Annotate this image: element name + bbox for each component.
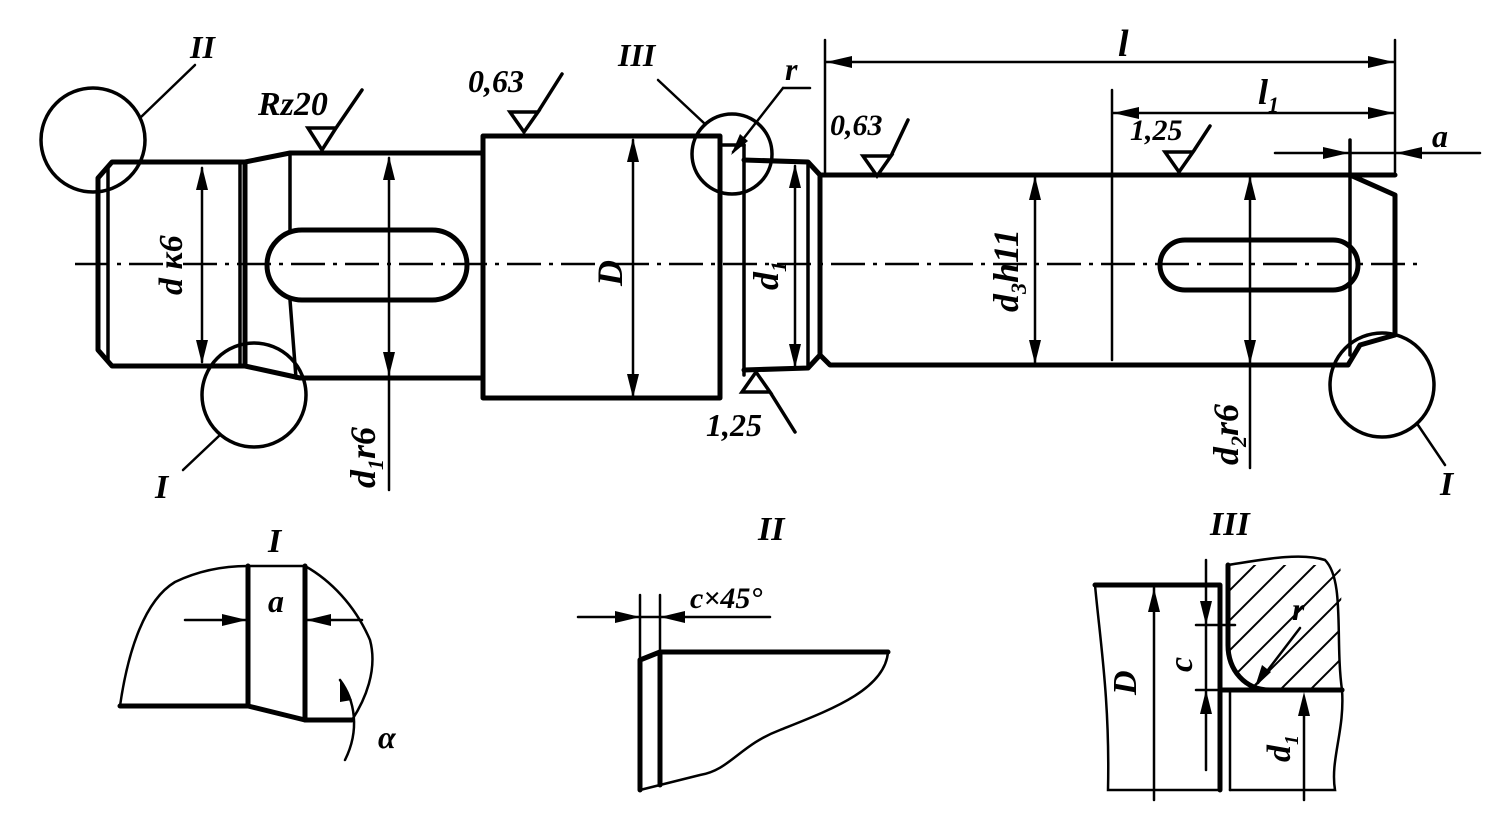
roughness-symbols [304, 72, 1212, 434]
label-d1r6: d1r6 [343, 427, 388, 488]
label-d1-neck: d1 [746, 261, 791, 290]
neck [741, 157, 823, 373]
roughness-063-right [859, 118, 910, 180]
detail-I-title: I [267, 523, 283, 560]
roughness-125-right [1161, 124, 1212, 176]
callout-circle-I-left [200, 341, 308, 449]
label-callout-II: II [189, 29, 216, 65]
detail-II-chamfer: c×45° [690, 582, 762, 615]
detail-III: III [1092, 506, 1345, 802]
label-d3h11: d3h11 [986, 229, 1031, 312]
dimensions [196, 38, 1482, 492]
detail-III-c: c [1163, 657, 1200, 672]
label-callout-III: III [617, 37, 657, 73]
callout-circle-I-right [1328, 331, 1436, 439]
detail-III-D: D [1107, 670, 1144, 696]
labels: d к6 Rz20 0,63 D d1 d3h11 0,63 1,25 1,25… [153, 23, 1455, 506]
label-callout-I-right: I [1439, 466, 1455, 503]
detail-I: I a α [117, 523, 397, 762]
label-l1: l1 [1258, 72, 1279, 117]
detail-III-title: III [1209, 506, 1251, 543]
label-d2r6: d2r6 [1206, 404, 1251, 465]
roughness-063-top [506, 72, 564, 136]
detail-II: II c×45° [576, 511, 891, 793]
shaft-outline [75, 88, 1420, 401]
label-a-top: a [1432, 118, 1448, 154]
callout-circle-III [690, 112, 774, 196]
label-063-right: 0,63 [830, 109, 883, 142]
detail-III-r: r [1292, 591, 1305, 627]
callouts [39, 63, 1447, 472]
label-063-top: 0,63 [468, 63, 524, 99]
label-rz20: Rz20 [257, 86, 328, 123]
label-D: D [590, 260, 630, 287]
label-callout-I-left: I [154, 469, 170, 506]
label-125-bottom: 1,25 [706, 407, 762, 443]
detail-II-title: II [757, 511, 786, 548]
roughness-rz20 [304, 88, 364, 154]
label-r-top: r [785, 51, 798, 87]
keyway-right [1157, 237, 1361, 293]
right-section [817, 172, 1398, 368]
callout-circle-II [39, 86, 147, 194]
collar [480, 133, 723, 401]
detail-III-d1: d1 [1261, 735, 1303, 762]
detail-I-a: a [268, 583, 284, 619]
label-dk6: d к6 [153, 235, 190, 295]
roughness-125-bottom [738, 368, 797, 434]
keyway-left [264, 227, 470, 303]
label-125-right: 1,25 [1130, 114, 1183, 147]
label-l: l [1118, 23, 1129, 65]
detail-I-alpha: α [378, 719, 397, 755]
